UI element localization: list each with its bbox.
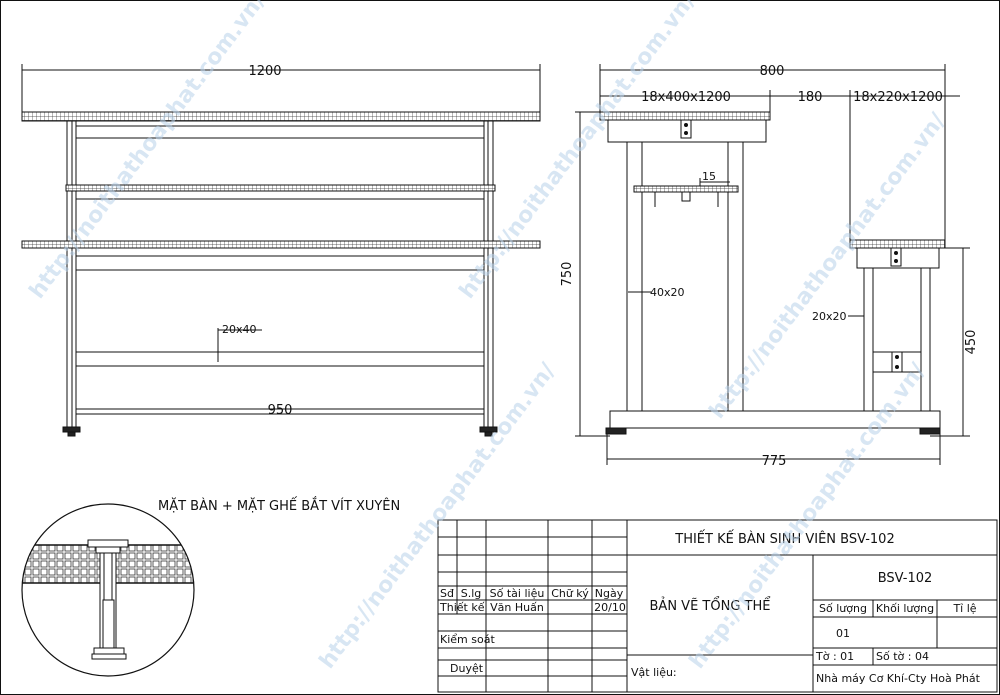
dim-gap: 180 <box>798 90 823 105</box>
detail-view <box>21 503 195 677</box>
col-ngay: Ngày <box>595 587 624 600</box>
dim-seat-height: 450 <box>964 330 979 355</box>
row-thiet-ke: Thiết kế <box>439 601 485 614</box>
drawing-type: BẢN VẼ TỔNG THỂ <box>650 597 772 614</box>
detail-caption: MẶT BÀN + MẶT GHẾ BẮT VÍT XUYÊN <box>158 497 400 514</box>
row-kiem-soat: Kiểm soát <box>440 633 495 646</box>
company-name: Nhà máy Cơ Khí-Cty Hoà Phát <box>816 672 981 685</box>
col-slg: S.lg <box>461 587 482 600</box>
dim-shelf: 15 <box>702 170 716 183</box>
quantity-value: 01 <box>836 627 850 640</box>
col-sd: Sđ <box>440 587 454 600</box>
side-view <box>575 64 970 465</box>
sheet-count: Số tờ : 04 <box>876 650 929 663</box>
watermark-text: http://noithathoaphat.com.vn/ <box>25 0 271 304</box>
drawing-code: BSV-102 <box>878 571 933 586</box>
dim-seat-leg: 20x20 <box>812 310 847 323</box>
dim-base: 775 <box>762 454 787 469</box>
dim-total-width: 1200 <box>248 64 281 79</box>
dim-desk-top: 18x400x1200 <box>641 90 731 105</box>
design-date: 20/10 <box>594 601 626 614</box>
dim-leg: 40x20 <box>650 286 685 299</box>
dim-inner-width: 950 <box>268 403 293 418</box>
dim-height: 750 <box>560 262 575 287</box>
front-view <box>21 64 541 437</box>
label-so-luong: Số lượng <box>819 602 867 615</box>
dim-seat-top: 18x220x1200 <box>853 90 943 105</box>
designer-name: Văn Huấn <box>490 601 544 614</box>
col-so-tai-lieu: Số tài liệu <box>490 587 545 600</box>
label-ti-le: Tỉ lệ <box>952 602 976 615</box>
col-chu-ky: Chữ ký <box>551 587 589 600</box>
label-khoi-luong: Khối lượng <box>876 602 934 615</box>
dim-frame: 20x40 <box>222 323 257 336</box>
dim-total-depth: 800 <box>760 64 785 79</box>
title-block <box>437 519 998 693</box>
drawing-title: THIẾT KẾ BÀN SINH VIÊN BSV-102 <box>674 530 894 547</box>
sheet-number: Tờ : 01 <box>815 650 854 663</box>
material-label: Vật liệu: <box>631 666 677 679</box>
row-duyet: Duyệt <box>450 662 484 675</box>
